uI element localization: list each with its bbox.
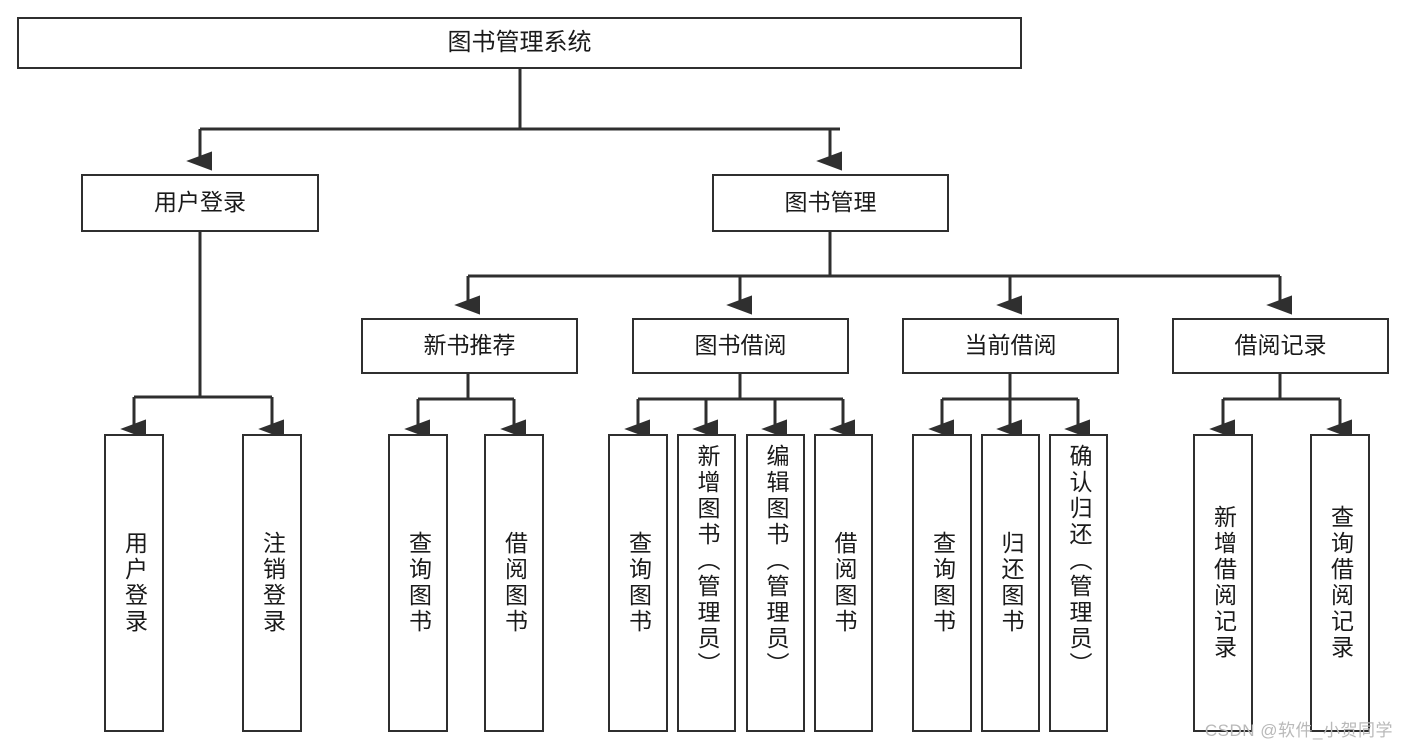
leaf-borrow-record-add[interactable]: 新增借阅记录 [1193, 434, 1253, 732]
node-label: 确认归还（管理员） [1066, 444, 1092, 678]
node-label: 借阅记录 [1234, 332, 1327, 359]
node-label: 当前借阅 [964, 332, 1057, 359]
node-label: 编辑图书（管理员） [763, 444, 789, 678]
node-label: 用户登录 [154, 189, 246, 216]
leaf-current-borrow-confirm-return[interactable]: 确认归还（管理员） [1049, 434, 1108, 732]
leaf-new-book-borrow[interactable]: 借阅图书 [484, 434, 544, 732]
node-label: 图书借阅 [694, 332, 787, 359]
leaf-borrow-record-query[interactable]: 查询借阅记录 [1310, 434, 1370, 732]
leaf-user-login-logout[interactable]: 注销登录 [242, 434, 302, 732]
node-label: 借阅图书 [501, 531, 528, 635]
leaf-book-borrow-edit[interactable]: 编辑图书（管理员） [746, 434, 805, 732]
leaf-user-login-login[interactable]: 用户登录 [104, 434, 164, 732]
node-book-management[interactable]: 图书管理 [712, 174, 949, 232]
leaf-new-book-query[interactable]: 查询图书 [388, 434, 448, 732]
node-label: 注销登录 [259, 531, 286, 635]
leaf-current-borrow-return[interactable]: 归还图书 [981, 434, 1040, 732]
node-label: 查询图书 [929, 531, 956, 635]
node-label: 借阅图书 [831, 531, 857, 635]
node-current-borrow[interactable]: 当前借阅 [902, 318, 1119, 374]
node-label: 归还图书 [998, 531, 1024, 635]
node-label: 新增借阅记录 [1210, 505, 1237, 661]
node-root-system[interactable]: 图书管理系统 [17, 17, 1022, 69]
node-label: 查询图书 [405, 531, 432, 635]
node-label: 用户登录 [121, 531, 148, 635]
leaf-book-borrow-query[interactable]: 查询图书 [608, 434, 668, 732]
node-label: 查询借阅记录 [1327, 505, 1354, 661]
watermark-text: CSDN @软件_小贺同学 [1204, 721, 1393, 740]
node-user-login[interactable]: 用户登录 [81, 174, 319, 232]
node-label: 图书管理系统 [447, 28, 592, 56]
node-label: 新增图书（管理员） [694, 444, 720, 678]
leaf-book-borrow-add[interactable]: 新增图书（管理员） [677, 434, 736, 732]
leaf-current-borrow-query[interactable]: 查询图书 [912, 434, 972, 732]
node-label: 新书推荐 [423, 332, 516, 359]
leaf-book-borrow-lend[interactable]: 借阅图书 [814, 434, 873, 732]
node-borrow-record[interactable]: 借阅记录 [1172, 318, 1389, 374]
node-label: 查询图书 [625, 531, 652, 635]
node-label: 图书管理 [784, 189, 877, 216]
node-book-borrow[interactable]: 图书借阅 [632, 318, 849, 374]
node-new-book-recommend[interactable]: 新书推荐 [361, 318, 578, 374]
